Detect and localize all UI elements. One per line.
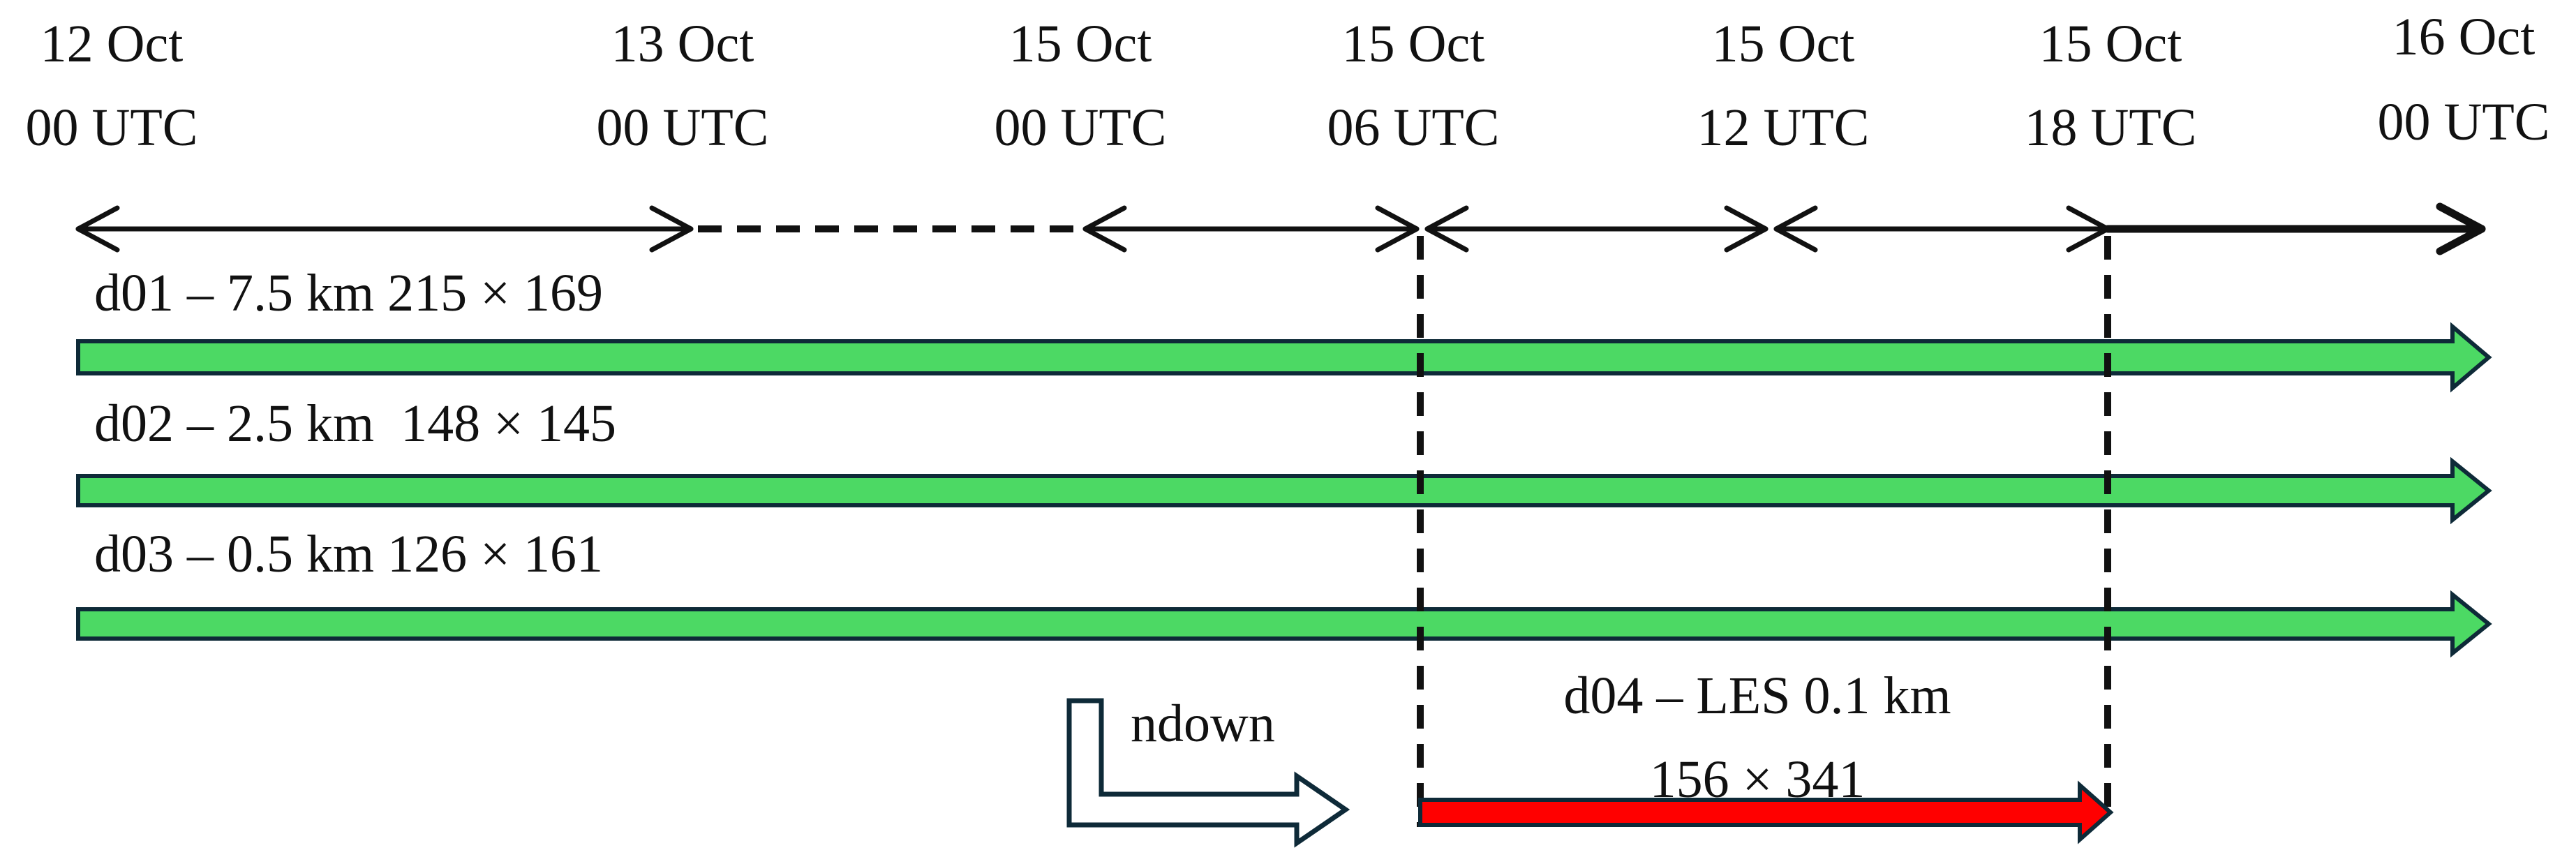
tick-time: 00 UTC <box>995 98 1167 157</box>
tick-date: 15 Oct <box>1712 15 1855 73</box>
tick-date: 15 Oct <box>2039 15 2182 73</box>
tick-time: 00 UTC <box>597 98 769 157</box>
domain-d01: d01 – 7.5 km 215 × 169 <box>76 264 2492 393</box>
tick-date: 15 Oct <box>1009 15 1152 73</box>
tick-15oct-06utc: 15 Oct 06 UTC <box>1327 15 1500 157</box>
tick-12oct-00utc: 12 Oct 00 UTC <box>26 15 198 157</box>
timeline-axis <box>75 202 2486 255</box>
domain-label: d01 – 7.5 km 215 × 169 <box>94 264 603 322</box>
tick-time: 06 UTC <box>1327 98 1500 157</box>
interval-arrow-1 <box>75 205 694 253</box>
domain-d03: d03 – 0.5 km 126 × 161 <box>76 525 2492 658</box>
tick-date: 12 Oct <box>40 15 184 73</box>
tick-15oct-00utc: 15 Oct 00 UTC <box>995 15 1167 157</box>
interval-arrow-5 <box>2104 202 2486 255</box>
domain-label: d03 – 0.5 km 126 × 161 <box>94 525 603 583</box>
tick-16oct-00utc: 16 Oct 00 UTC <box>2378 8 2550 151</box>
domain-d02: d02 – 2.5 km 148 × 145 <box>76 394 2492 525</box>
domain-run-arrow <box>76 590 2492 658</box>
tick-time: 12 UTC <box>1697 98 1870 157</box>
tick-13oct-00utc: 13 Oct 00 UTC <box>597 15 769 157</box>
tick-15oct-12utc: 15 Oct 12 UTC <box>1697 15 1870 157</box>
domain-label: d02 – 2.5 km 148 × 145 <box>94 394 616 453</box>
les-label-line1: d04 – LES 0.1 km <box>1563 666 1951 725</box>
tick-time: 00 UTC <box>2378 93 2550 151</box>
interval-arrow-3 <box>1424 205 1769 253</box>
tick-15oct-18utc: 15 Oct 18 UTC <box>2025 15 2197 157</box>
ndown-bent-arrow <box>1066 698 1350 848</box>
les-window-markers <box>1417 236 2111 827</box>
interval-arrow-4 <box>1773 205 2110 253</box>
domain-run-arrow <box>76 456 2492 525</box>
domain-d04-les: d04 – LES 0.1 km 156 × 341 <box>1418 666 2114 844</box>
tick-date: 16 Oct <box>2392 8 2536 66</box>
tick-date: 15 Oct <box>1342 15 1485 73</box>
tick-time: 18 UTC <box>2025 98 2197 157</box>
domain-run-arrow <box>76 322 2492 393</box>
time-ticks: 12 Oct 00 UTC 13 Oct 00 UTC 15 Oct 00 UT… <box>26 8 2550 157</box>
les-run-arrow <box>1418 780 2114 844</box>
domain-runs: d01 – 7.5 km 215 × 169 d02 – 2.5 km 148 … <box>76 264 2492 658</box>
ndown-label: ndown <box>1131 694 1275 753</box>
interval-arrow-2 <box>1082 205 1420 253</box>
tick-time: 00 UTC <box>26 98 198 157</box>
tick-date: 13 Oct <box>611 15 754 73</box>
ndown-indicator: ndown <box>1066 694 1350 848</box>
